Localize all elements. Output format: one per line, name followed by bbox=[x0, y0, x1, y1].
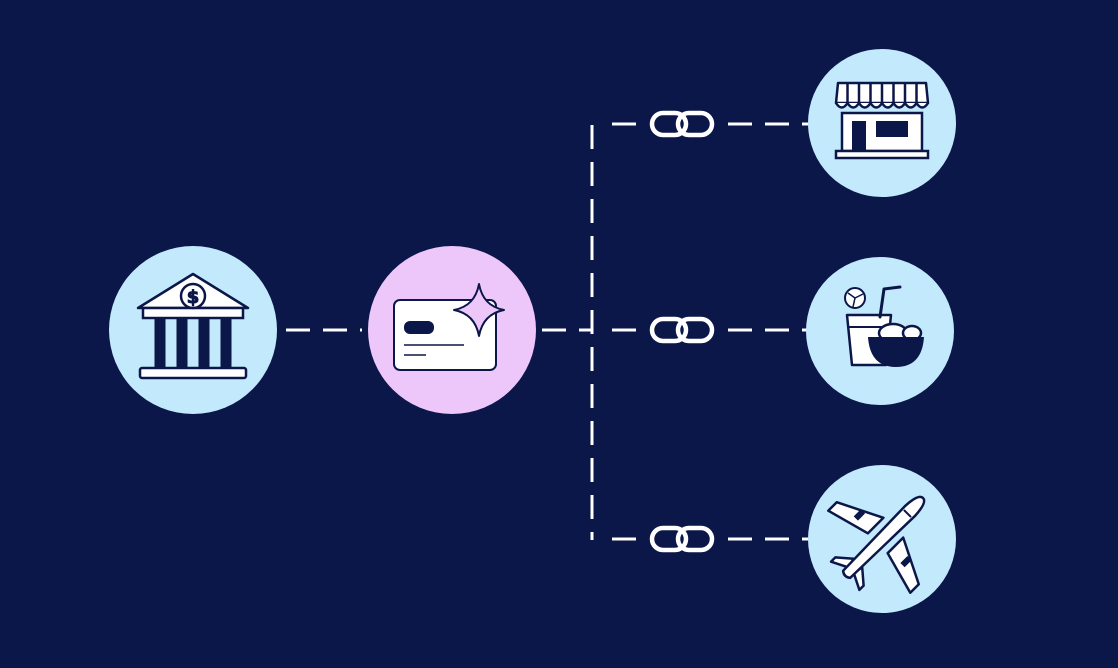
connectors bbox=[286, 122, 808, 541]
bank-dollar-symbol: $ bbox=[187, 287, 200, 308]
store-icon bbox=[834, 81, 930, 160]
bank-icon: $ bbox=[136, 272, 250, 380]
node-travel bbox=[808, 465, 956, 613]
link-icon bbox=[649, 316, 715, 344]
food-drink-icon bbox=[844, 285, 924, 367]
node-store bbox=[808, 49, 956, 197]
sparkle-icon bbox=[453, 283, 505, 337]
node-card bbox=[368, 246, 536, 414]
node-bank: $ bbox=[109, 246, 277, 414]
credit-card-icon bbox=[393, 283, 505, 371]
link-icon bbox=[649, 110, 715, 138]
node-food bbox=[806, 257, 954, 405]
link-icon bbox=[649, 525, 715, 553]
airplane-icon bbox=[827, 495, 926, 594]
